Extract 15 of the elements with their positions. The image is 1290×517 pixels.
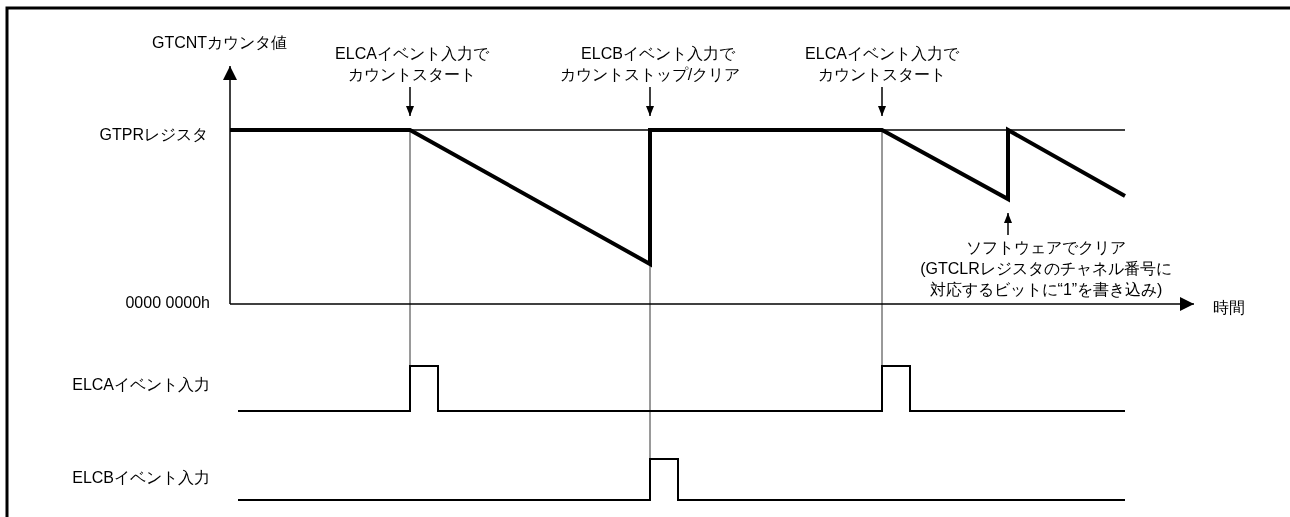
axis-label: ELCBイベント入力 [72,468,210,488]
arrow [646,86,654,117]
axis-label: 時間 [1213,298,1245,318]
arrow [878,86,886,117]
axis-label: ELCAイベント入力 [72,375,210,395]
annotation-text: ソフトウェアでクリア [965,238,1127,258]
axis-label: GTCNTカウンタ値 [152,33,288,53]
annotation-text: ELCBイベント入力でカウントストップ/クリア [559,44,741,85]
annotation-text: ELCAイベント入力でカウントスタート [804,44,960,85]
arrow [1004,212,1012,236]
annotation-text: (GTCLRレジスタのチャネル番号に対応するビットに“1”を書き込み) [919,259,1173,300]
annotation-text: ELCAイベント入力でカウントスタート [334,44,490,85]
arrow [406,86,414,117]
axis-label: GTPRレジスタ [99,125,208,145]
axis-label: 0000 0000h [125,293,210,313]
